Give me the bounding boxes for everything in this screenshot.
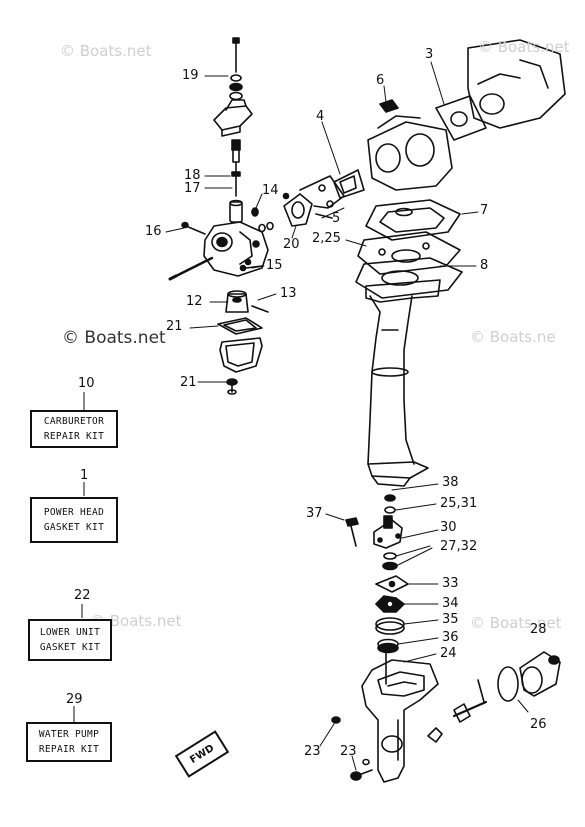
- callout-label: 34: [442, 596, 459, 611]
- callout-label: 30: [440, 520, 457, 535]
- callout-label: 33: [442, 576, 459, 591]
- watermark: © Boats.net: [90, 612, 182, 630]
- kit-line: POWER HEAD: [43, 507, 105, 518]
- kit-line: GASKET KIT: [39, 642, 101, 653]
- kit-number: 29: [66, 692, 83, 707]
- callout-label: 16: [145, 224, 162, 239]
- watermark: © Boats.ne: [470, 328, 556, 346]
- callout-label: 14: [262, 183, 279, 198]
- callout-label: 21: [166, 319, 183, 334]
- watermark: © Boats.net: [60, 42, 152, 60]
- callout-label: 35: [442, 612, 459, 627]
- powerhead-top: [282, 39, 566, 299]
- callout-label: 17: [184, 181, 201, 196]
- callout-label: 3: [425, 47, 434, 62]
- callout-label: 18: [184, 168, 201, 183]
- kit-number: 22: [74, 588, 91, 603]
- callout-label: 37: [306, 506, 323, 521]
- watermark: © Boats.net: [478, 38, 570, 56]
- callout-label: 5: [332, 211, 341, 226]
- callout-label: 25,31: [440, 496, 478, 511]
- callout-label: 7: [480, 203, 489, 218]
- watermark: © Boats.net: [62, 328, 166, 348]
- callout-label: 15: [266, 258, 283, 273]
- callout-label: 28: [530, 622, 547, 637]
- callout-label: 12: [186, 294, 203, 309]
- callout-label: 26: [530, 717, 547, 732]
- callout-label: 23: [304, 744, 321, 759]
- kit-line: WATER PUMP: [38, 729, 100, 740]
- leader-lines: [165, 61, 529, 771]
- driveshaft-housing: [365, 279, 441, 487]
- kit-box-power-head: POWER HEAD GASKET KIT: [30, 497, 118, 543]
- callout-label: 24: [440, 646, 457, 661]
- callout-label: 38: [442, 475, 459, 490]
- callout-label: 36: [442, 630, 459, 645]
- kit-box-carburetor: CARBURETOR REPAIR KIT: [30, 410, 118, 448]
- callout-label: 13: [280, 286, 297, 301]
- watermark: © Boats.net: [470, 614, 562, 632]
- kit-line: REPAIR KIT: [38, 744, 100, 755]
- callout-label: 6: [376, 73, 385, 88]
- callout-label: 19: [182, 68, 199, 83]
- callout-label: 8: [480, 258, 489, 273]
- fwd-label: FWD: [187, 742, 217, 766]
- callout-label: 27,32: [440, 539, 478, 554]
- kit-line: LOWER UNIT: [39, 627, 101, 638]
- callout-label: 2,25: [312, 231, 341, 246]
- callout-label: 21: [180, 375, 197, 390]
- callout-label: 4: [316, 109, 325, 124]
- kit-line: REPAIR KIT: [43, 431, 105, 442]
- kit-box-lower-unit: LOWER UNIT GASKET KIT: [28, 619, 112, 661]
- callout-label: 23: [340, 744, 357, 759]
- kit-line: GASKET KIT: [43, 522, 105, 533]
- carburetor-assembly: [168, 37, 274, 395]
- callout-label: 20: [283, 237, 300, 252]
- kit-line: CARBURETOR: [43, 416, 105, 427]
- kit-box-water-pump: WATER PUMP REPAIR KIT: [26, 722, 112, 762]
- kit-number: 1: [80, 468, 89, 483]
- kit-number: 10: [78, 376, 95, 391]
